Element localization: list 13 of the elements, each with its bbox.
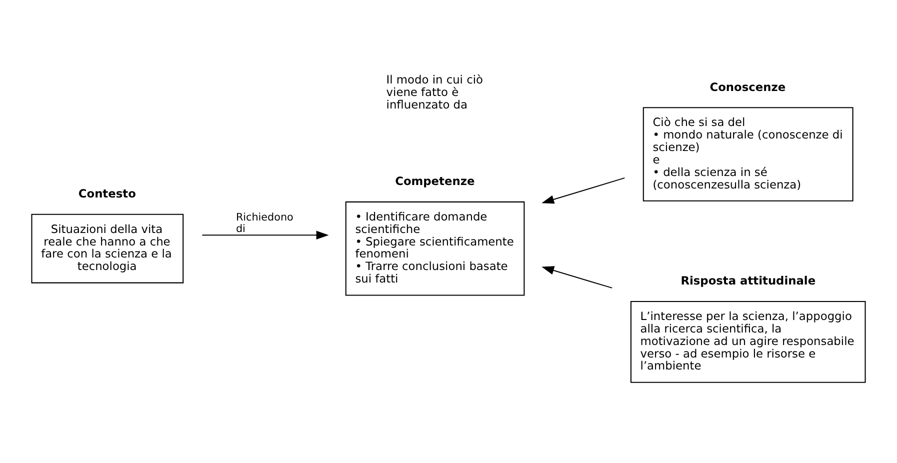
node-label: Conoscenze (710, 80, 786, 94)
edge-label: Richiedono di (236, 212, 294, 236)
label: Il modo in cui ciò viene fatto è influenzato da (386, 72, 483, 112)
node-box: Situazioni della vita reale che hanno a che fare con la scienza e la tecnologia (31, 214, 184, 284)
node-label: Risposta attitudinale (680, 274, 816, 288)
node-label: Contesto (78, 186, 136, 201)
node-box: Ciò che si sa del • mondo naturale (conoscenze di scienze) e • della scienza in sé (conoscenzesulla scienza) (642, 107, 854, 202)
node-label: Competenze (395, 174, 475, 188)
arrow (542, 177, 625, 204)
node-box: L’interesse per la scienza, l’appoggio alla ricerca scientifica, la motivazione ad un agire responsabile verso - ad esempio le risorse e l’ambiente (630, 300, 866, 383)
arrow (542, 266, 612, 288)
node-box: • Identificare domande scientifiche • Spiegare scientificamente fenomeni • Trarre conclusioni basate sui fatti (345, 201, 525, 296)
arrow (202, 230, 329, 240)
